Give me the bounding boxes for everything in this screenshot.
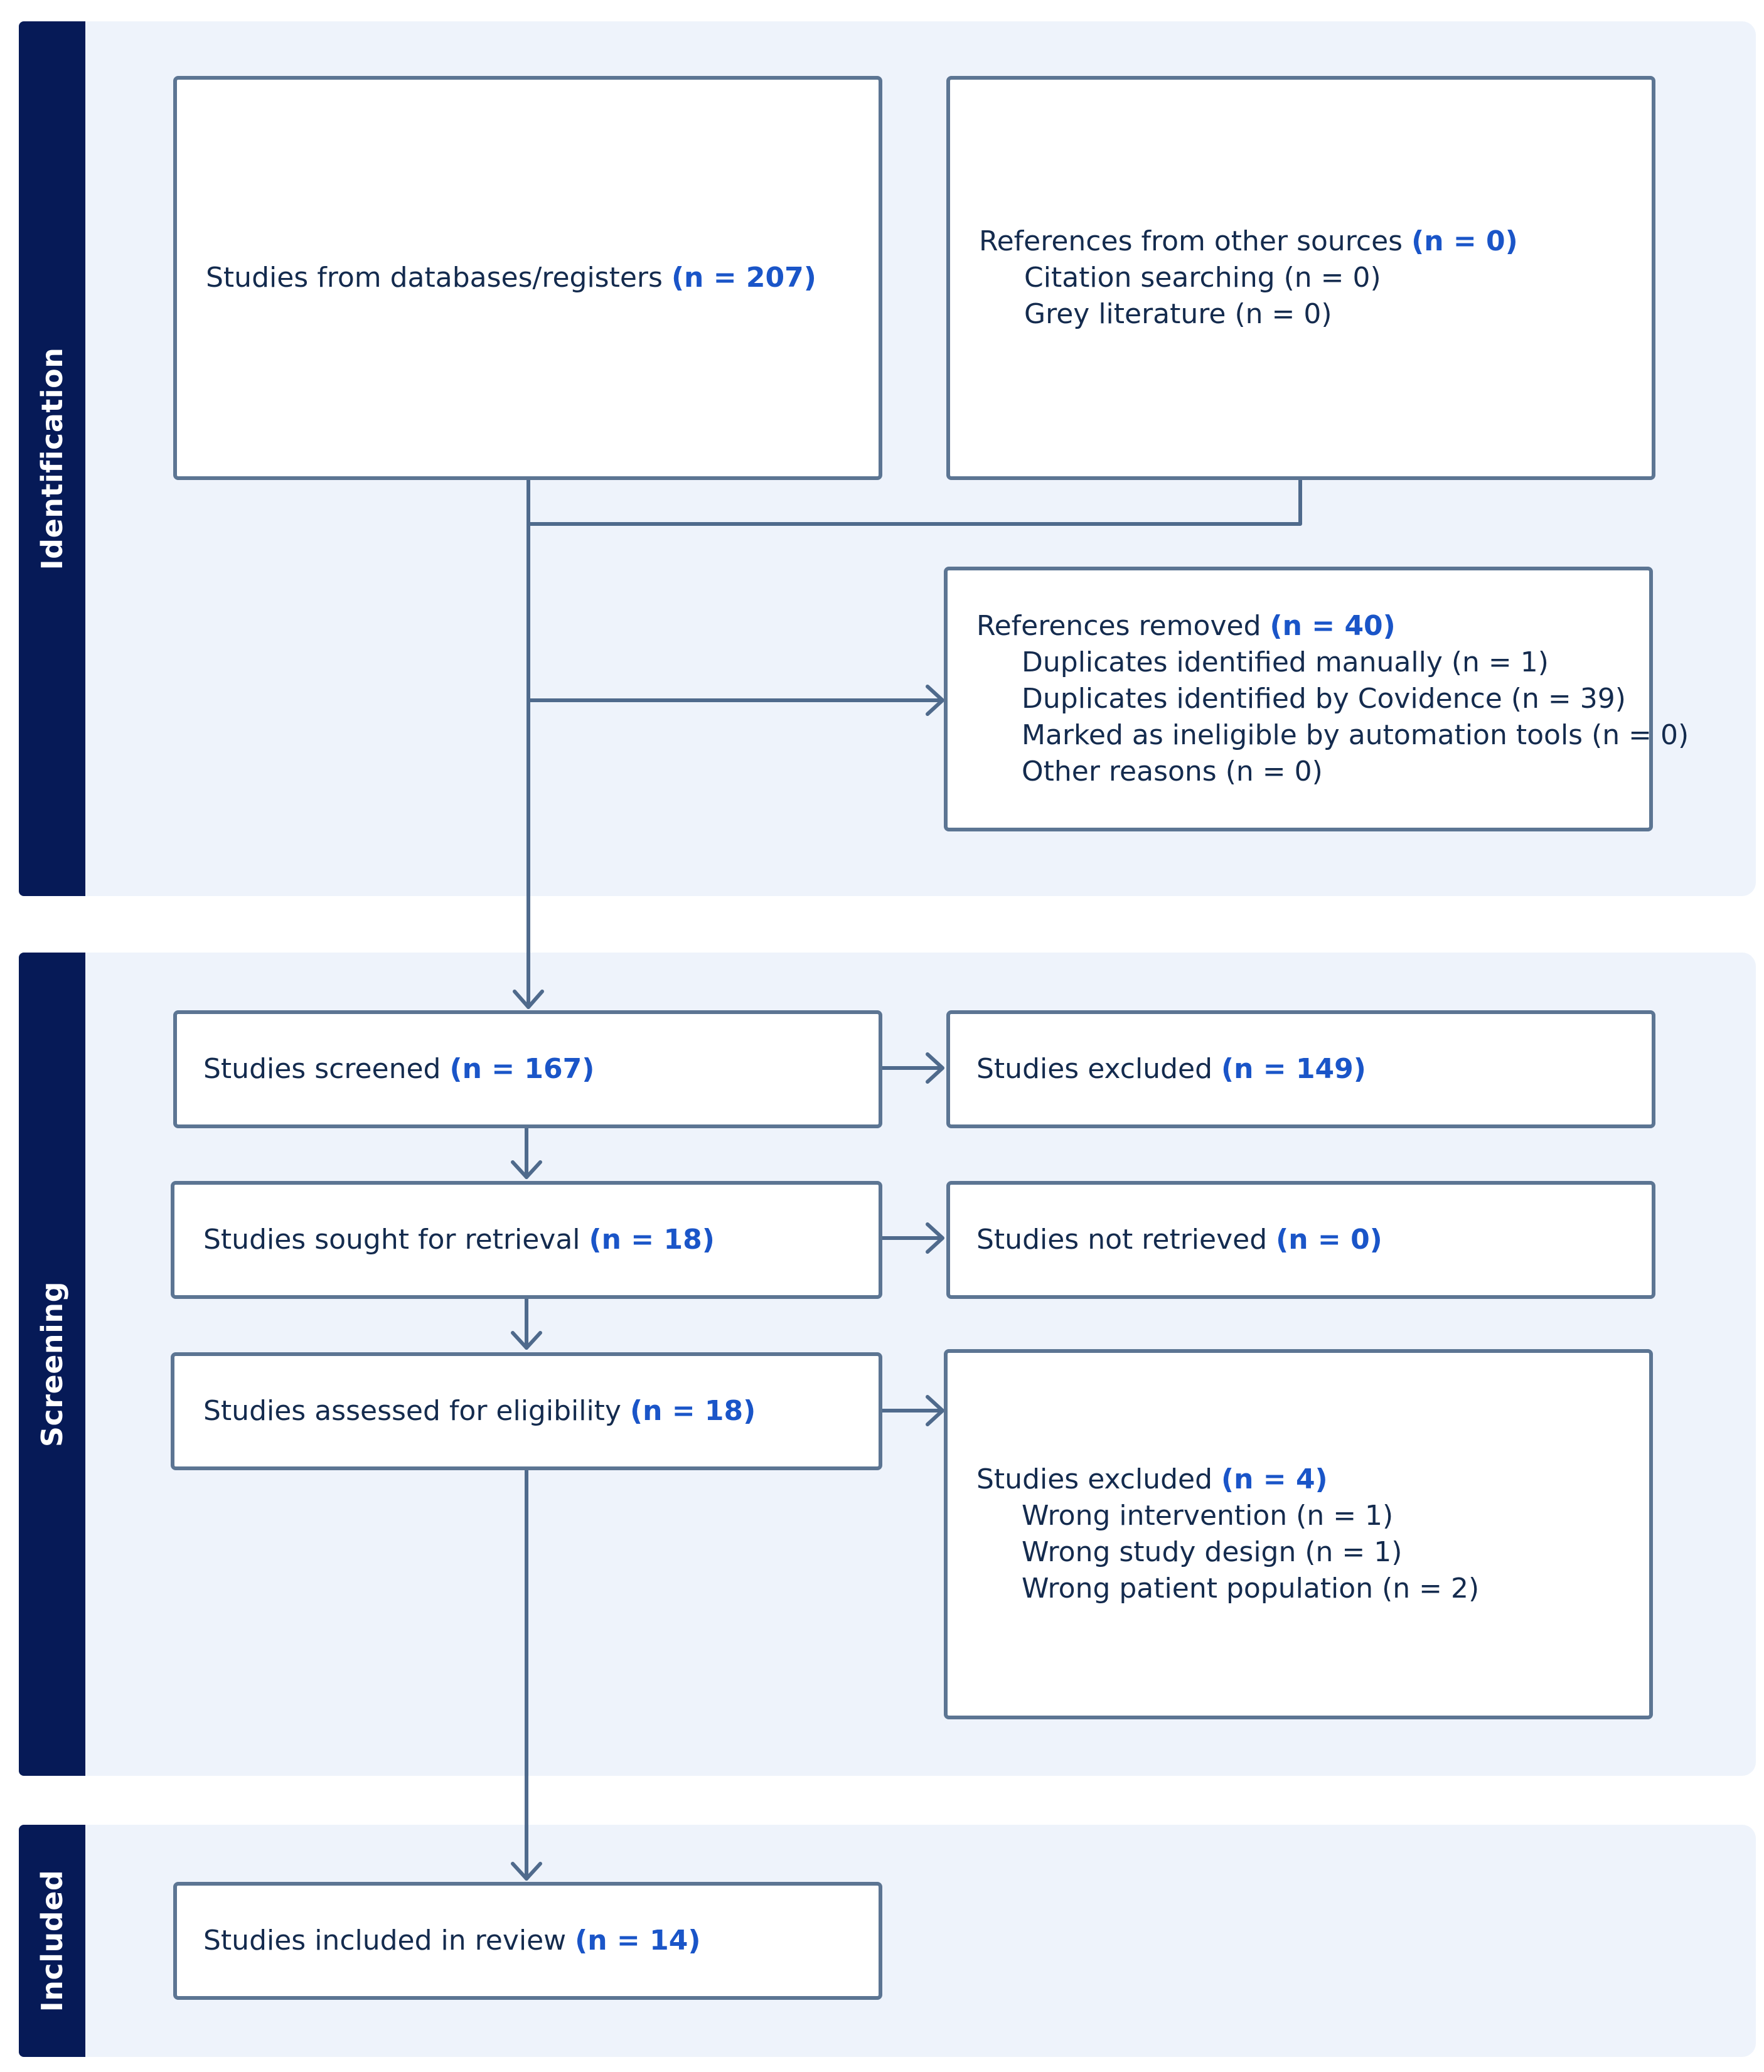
studies-excluded-eligibility-text: Studies excluded (n = 4) <box>976 1463 1328 1495</box>
other-sources-item: Grey literature (n = 0) <box>1024 298 1332 330</box>
references-removed-box: References removed (n = 40) Duplicates i… <box>944 567 1689 831</box>
studies-included-count: (n = 14) <box>575 1925 701 1957</box>
studies-not-retrieved-count: (n = 0) <box>1276 1224 1382 1256</box>
other-sources-item: Citation searching (n = 0) <box>1024 262 1381 294</box>
exclusion-reason-item: Wrong patient population (n = 2) <box>1022 1573 1480 1605</box>
arrowhead-to-removed <box>926 685 944 716</box>
included-phase-bar: Included <box>19 1825 85 2057</box>
studies-excluded-eligibility-box: Studies excluded (n = 4) Wrong intervent… <box>944 1349 1653 1719</box>
arrowhead-to-excluded-eligibility <box>926 1395 944 1426</box>
arrowhead-to-excluded <box>926 1052 944 1084</box>
connector-other-sources-merge <box>527 478 1302 526</box>
databases-text: Studies from databases/registers (n = 20… <box>206 262 816 294</box>
arrowhead-to-sought <box>511 1160 542 1179</box>
studies-screened-box: Studies screened (n = 167) <box>173 1010 882 1128</box>
databases-box: Studies from databases/registers (n = 20… <box>173 76 882 480</box>
studies-sought-text: Studies sought for retrieval (n = 18) <box>203 1224 715 1256</box>
studies-excluded-count: (n = 149) <box>1221 1053 1366 1085</box>
other-sources-box: References from other sources (n = 0) Ci… <box>946 76 1655 480</box>
references-removed-item: Duplicates identified by Covidence (n = … <box>1022 683 1626 715</box>
studies-not-retrieved-text: Studies not retrieved (n = 0) <box>976 1224 1382 1256</box>
studies-included-box: Studies included in review (n = 14) <box>173 1882 882 2000</box>
arrowhead-to-not-retrieved <box>926 1222 944 1254</box>
identification-phase-bar: Identification <box>19 21 85 896</box>
arrowhead-to-included <box>511 1862 542 1881</box>
studies-not-retrieved-box: Studies not retrieved (n = 0) <box>946 1181 1655 1299</box>
studies-sought-box: Studies sought for retrieval (n = 18) <box>171 1181 882 1299</box>
references-removed-item: Other reasons (n = 0) <box>1022 756 1323 788</box>
studies-screened-count: (n = 167) <box>449 1053 595 1085</box>
studies-excluded-text: Studies excluded (n = 149) <box>976 1053 1366 1085</box>
databases-count: (n = 207) <box>671 262 816 294</box>
studies-assessed-text: Studies assessed for eligibility (n = 18… <box>203 1395 756 1427</box>
screening-phase-bar: Screening <box>19 953 85 1776</box>
exclusion-reason-item: Wrong study design (n = 1) <box>1022 1536 1403 1568</box>
references-removed-item: Marked as ineligible by automation tools… <box>1022 719 1689 751</box>
studies-included-text: Studies included in review (n = 14) <box>203 1925 701 1957</box>
references-removed-item: Duplicates identified manually (n = 1) <box>1022 646 1549 678</box>
other-sources-text: References from other sources (n = 0) <box>979 225 1518 257</box>
studies-sought-count: (n = 18) <box>589 1224 715 1256</box>
exclusion-reason-item: Wrong intervention (n = 1) <box>1022 1500 1394 1532</box>
references-removed-text: References removed (n = 40) <box>976 610 1396 642</box>
studies-assessed-count: (n = 18) <box>629 1395 756 1427</box>
studies-assessed-box: Studies assessed for eligibility (n = 18… <box>171 1352 882 1470</box>
studies-excluded-box: Studies excluded (n = 149) <box>946 1010 1655 1128</box>
arrowhead-to-screened <box>513 990 544 1009</box>
references-removed-count: (n = 40) <box>1270 610 1396 642</box>
studies-excluded-eligibility-count: (n = 4) <box>1221 1463 1328 1495</box>
other-sources-count: (n = 0) <box>1411 225 1518 257</box>
studies-screened-text: Studies screened (n = 167) <box>203 1053 595 1085</box>
arrowhead-to-assessed <box>511 1331 542 1350</box>
